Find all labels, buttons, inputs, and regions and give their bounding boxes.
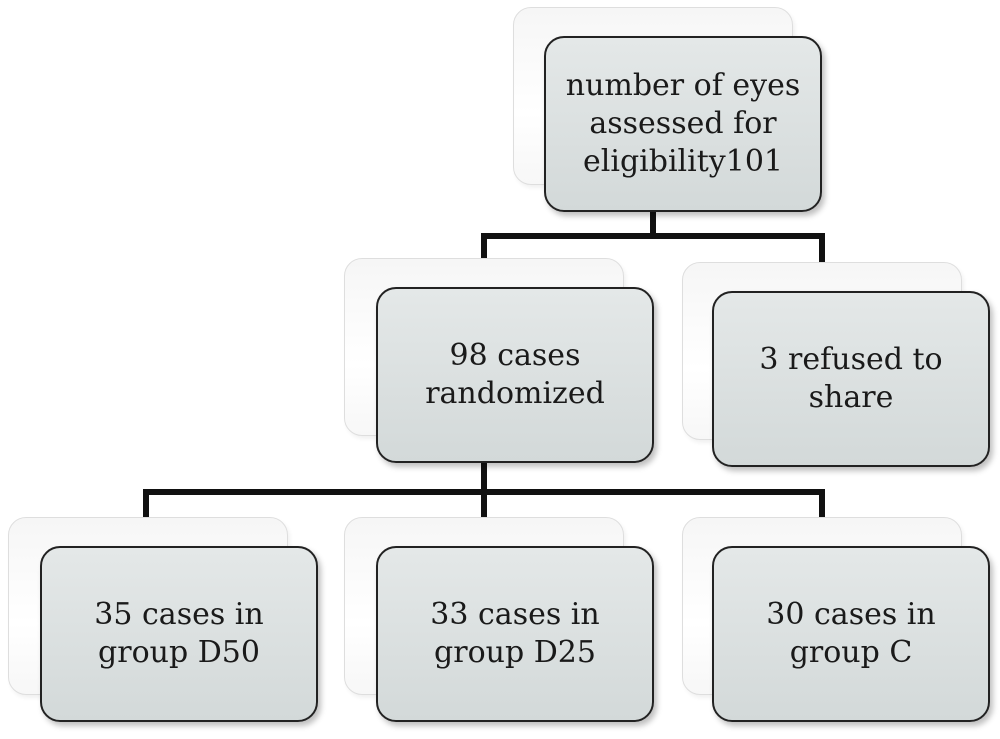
node-eligibility-box: number of eyes assessed for eligibility1… [544, 36, 822, 212]
node-refused-box: 3 refused to share [712, 291, 990, 467]
node-refused-line-2: share [808, 380, 894, 415]
node-randomized-line-1: 98 cases [449, 338, 581, 373]
node-randomized-box: 98 cases randomized [376, 287, 654, 463]
node-group-c-line-2: group C [789, 635, 913, 670]
node-refused-line-1: 3 refused to [759, 342, 943, 377]
node-eligibility-line-3: eligibility101 [583, 144, 783, 179]
node-group-d50-box: 35 cases in group D50 [40, 546, 318, 722]
node-eligibility-line-1: number of eyes [565, 68, 801, 103]
node-group-d50-line-2: group D50 [98, 635, 260, 670]
node-group-d50-line-1: 35 cases in [94, 597, 264, 632]
node-eligibility-line-2: assessed for [589, 106, 777, 141]
node-group-d25-line-2: group D25 [434, 635, 596, 670]
node-group-c-line-1: 30 cases in [766, 597, 936, 632]
node-group-c-box: 30 cases in group C [712, 546, 990, 722]
node-randomized-line-2: randomized [425, 376, 605, 411]
node-group-d25-box: 33 cases in group D25 [376, 546, 654, 722]
node-group-d25-line-1: 33 cases in [430, 597, 600, 632]
